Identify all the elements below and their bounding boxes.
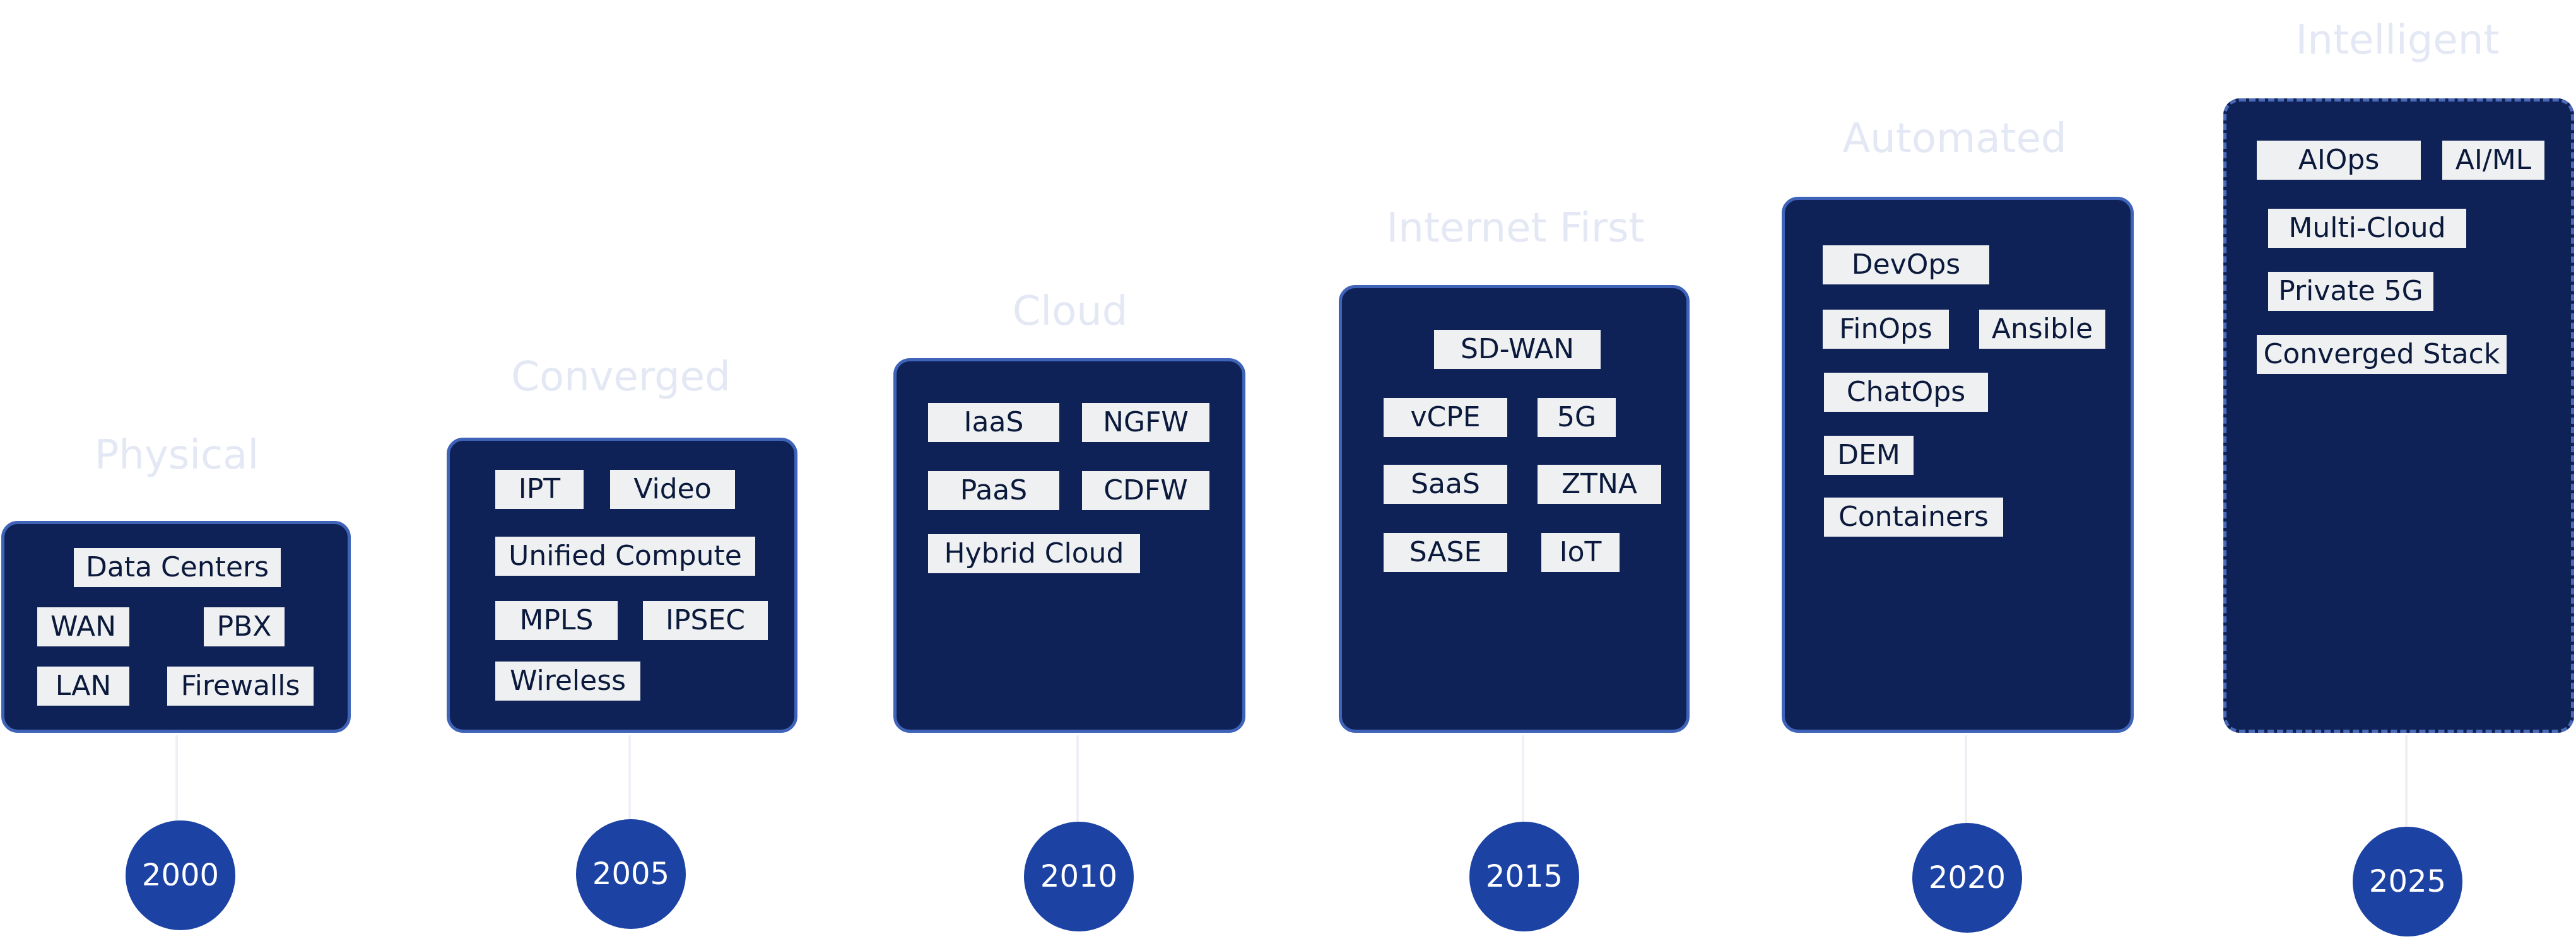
chip-cdfw: CDFW (1082, 471, 1209, 510)
year-badge-2000: 2000 (126, 820, 235, 930)
stage-card-automated: DevOps FinOps Ansible ChatOps DEM Contai… (1782, 197, 2134, 733)
chip-firewalls: Firewalls (167, 667, 314, 706)
chip-unified-compute: Unified Compute (495, 537, 755, 576)
stage-title-cloud: Cloud (1012, 288, 1128, 335)
stage-title-automated: Automated (1842, 115, 2067, 162)
stage-card-cloud: IaaS NGFW PaaS CDFW Hybrid Cloud (893, 358, 1245, 733)
timeline-stem (1965, 735, 1967, 878)
chip-ai-ml: AI/ML (2442, 141, 2544, 180)
chip-video: Video (610, 470, 735, 509)
chip-wireless: Wireless (495, 662, 640, 701)
year-badge-2005: 2005 (576, 819, 686, 929)
timeline-stem (2405, 735, 2408, 882)
timeline-stem (1076, 735, 1079, 877)
stage-card-physical: Data Centers WAN PBX LAN Firewalls (1, 521, 351, 733)
year-badge-2025: 2025 (2353, 827, 2462, 936)
chip-wan: WAN (37, 607, 129, 646)
chip-iot: IoT (1541, 533, 1620, 572)
chip-data-centers: Data Centers (74, 548, 281, 587)
chip-sase: SASE (1384, 533, 1507, 572)
chip-paas: PaaS (928, 471, 1059, 510)
year-badge-2015: 2015 (1469, 822, 1579, 931)
chip-ipsec: IPSEC (643, 601, 768, 640)
chip-containers: Containers (1824, 498, 2003, 537)
chip-pbx: PBX (204, 607, 285, 646)
chip-finops: FinOps (1823, 310, 1949, 349)
stage-card-internet-first: SD-WAN vCPE 5G SaaS ZTNA SASE IoT (1339, 285, 1690, 733)
year-badge-2010: 2010 (1024, 822, 1134, 931)
chip-ztna: ZTNA (1538, 465, 1661, 504)
stage-card-intelligent: AIOps AI/ML Multi-Cloud Private 5G Conve… (2223, 98, 2574, 733)
chip-dem: DEM (1824, 436, 1914, 475)
timeline-stem (175, 735, 178, 875)
chip-mpls: MPLS (495, 601, 618, 640)
chip-chatops: ChatOps (1824, 373, 1988, 412)
chip-ngfw: NGFW (1082, 403, 1209, 442)
chip-ipt: IPT (495, 470, 584, 509)
chip-vcpe: vCPE (1384, 398, 1507, 437)
chip-5g: 5G (1538, 398, 1616, 437)
chip-multi-cloud: Multi-Cloud (2268, 209, 2466, 248)
chip-private-5g: Private 5G (2268, 272, 2433, 311)
year-badge-2020: 2020 (1912, 823, 2022, 933)
chip-ansible: Ansible (1979, 310, 2105, 349)
timeline-stem (628, 735, 631, 874)
chip-converged-stack: Converged Stack (2257, 335, 2507, 374)
chip-hybrid-cloud: Hybrid Cloud (928, 534, 1140, 573)
stage-title-converged: Converged (511, 354, 731, 400)
stage-card-converged: IPT Video Unified Compute MPLS IPSEC Wir… (447, 438, 797, 733)
chip-lan: LAN (37, 667, 129, 706)
chip-sd-wan: SD-WAN (1434, 330, 1601, 369)
stage-title-intelligent: Intelligent (2295, 17, 2500, 64)
chip-aiops: AIOps (2257, 141, 2421, 180)
stage-title-physical: Physical (94, 432, 259, 479)
timeline-stem (1522, 735, 1524, 877)
chip-saas: SaaS (1384, 465, 1507, 504)
stage-title-internet-first: Internet First (1386, 205, 1645, 252)
chip-iaas: IaaS (928, 403, 1059, 442)
chip-devops: DevOps (1823, 245, 1989, 284)
